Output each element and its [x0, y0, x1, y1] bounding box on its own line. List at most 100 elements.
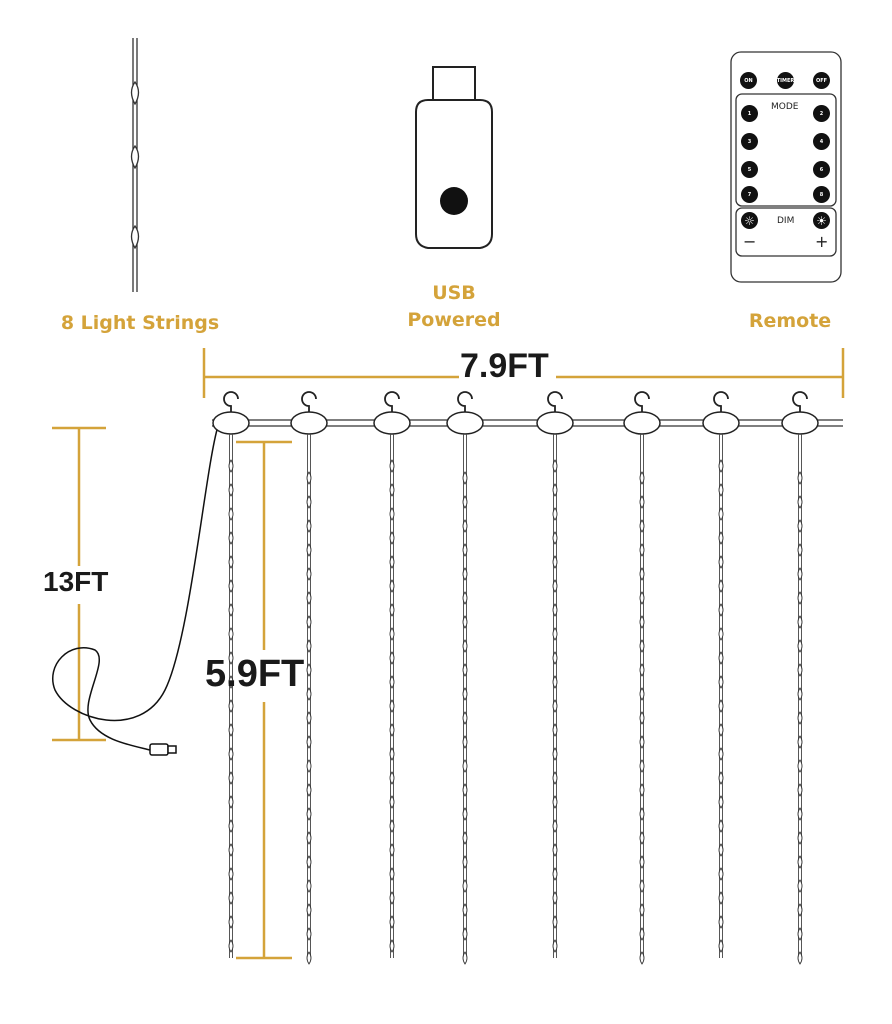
bulb-icon — [718, 531, 724, 545]
mode-7-button-icon: 7 — [741, 186, 758, 203]
minus-label: − — [743, 232, 757, 251]
dim-label: DIM — [777, 216, 795, 226]
bulb-icon — [552, 771, 558, 785]
bulb-icon — [639, 615, 645, 629]
bulb-icon — [639, 759, 645, 773]
hook-icon — [634, 391, 650, 412]
bulb-icon — [718, 939, 724, 953]
hook-icon — [792, 391, 808, 412]
plus-label: + — [815, 232, 829, 251]
light-string — [623, 391, 661, 965]
bulb-icon — [462, 735, 468, 749]
hook-icon — [384, 391, 400, 412]
bulb-icon — [389, 939, 395, 953]
bulb-icon — [718, 459, 724, 473]
bulb-icon — [552, 603, 558, 617]
bulb-icon — [306, 807, 312, 821]
bulb-icon — [389, 459, 395, 473]
bulb-icon — [797, 663, 803, 677]
bulb-icon — [228, 939, 234, 953]
light-string — [373, 391, 411, 958]
bulb-icon — [389, 627, 395, 641]
bulb-icon — [552, 459, 558, 473]
bulb-icon — [306, 663, 312, 677]
bulb-icon — [552, 867, 558, 881]
usb-cable — [52, 425, 219, 756]
clip-icon — [536, 411, 574, 435]
bulb-icon — [228, 915, 234, 929]
cable-length-label: 13FT — [43, 566, 109, 597]
bulb-icon — [552, 747, 558, 761]
bulb-icon — [228, 507, 234, 521]
bulb-icon — [718, 603, 724, 617]
bulb-icon — [462, 855, 468, 869]
bulb-icon — [718, 507, 724, 521]
bulb-icon — [552, 723, 558, 737]
bulb-icon — [639, 543, 645, 557]
bulb-icon — [718, 627, 724, 641]
bulb-icon — [462, 543, 468, 557]
bulb-icon — [306, 687, 312, 701]
bulb-icon — [462, 783, 468, 797]
bulb-icon — [389, 867, 395, 881]
bulb-icon — [306, 879, 312, 893]
bulb-icon — [389, 699, 395, 713]
bulb-icon — [797, 903, 803, 917]
dim-up-sun-icon: ☀ — [813, 212, 830, 229]
bulb-icon — [389, 483, 395, 497]
bulb-icon — [718, 867, 724, 881]
bulb-icon — [797, 831, 803, 845]
bulb-icon — [552, 531, 558, 545]
bulb-icon — [639, 831, 645, 845]
bulb-icon — [552, 627, 558, 641]
bulb-icon — [462, 615, 468, 629]
bulb-icon — [306, 927, 312, 941]
bulb-icon — [462, 471, 468, 485]
timer-button-icon: TIMER — [777, 72, 794, 89]
bulb-icon — [462, 639, 468, 653]
bulb-icon — [797, 495, 803, 509]
bulb-icon — [797, 807, 803, 821]
bulb-icon — [462, 711, 468, 725]
bulb-icon — [639, 711, 645, 725]
bulb-icon — [718, 675, 724, 689]
bulb-icon — [228, 555, 234, 569]
bulb-icon — [306, 543, 312, 557]
bulb-icon — [389, 603, 395, 617]
light-string — [446, 391, 484, 965]
bulb-icon — [718, 579, 724, 593]
bulb-icon — [389, 531, 395, 545]
bulb-icon — [797, 639, 803, 653]
on-button-icon: ON — [740, 72, 757, 89]
clip-icon — [373, 411, 411, 435]
mode-4-button-icon: 4 — [813, 133, 830, 150]
bulb-icon — [462, 807, 468, 821]
bulb-icon — [228, 795, 234, 809]
bulb-icon — [639, 735, 645, 749]
bulb-icon — [797, 735, 803, 749]
bulb-icon — [552, 579, 558, 593]
bulb-icon — [797, 591, 803, 605]
bulb-icon — [228, 891, 234, 905]
bulb-icon — [639, 951, 645, 965]
bulb-icon — [306, 567, 312, 581]
bulb-icon — [639, 519, 645, 533]
bulb-icon — [639, 591, 645, 605]
light-string-icon — [130, 38, 140, 292]
width-dimension-line — [202, 348, 845, 398]
hook-icon — [301, 391, 317, 412]
bulb-icon — [797, 687, 803, 701]
hook-icon — [223, 391, 239, 412]
bulb-icon — [639, 927, 645, 941]
bulb-icon — [389, 651, 395, 665]
bulb-icon — [389, 747, 395, 761]
light-strings — [212, 391, 819, 965]
bulb-icon — [639, 903, 645, 917]
bulb-icon — [228, 675, 234, 689]
bulb-icon — [552, 483, 558, 497]
bulb-icon — [306, 591, 312, 605]
height-dimension-line — [236, 440, 292, 960]
light-string — [702, 391, 740, 958]
bulb-icon — [228, 651, 234, 665]
